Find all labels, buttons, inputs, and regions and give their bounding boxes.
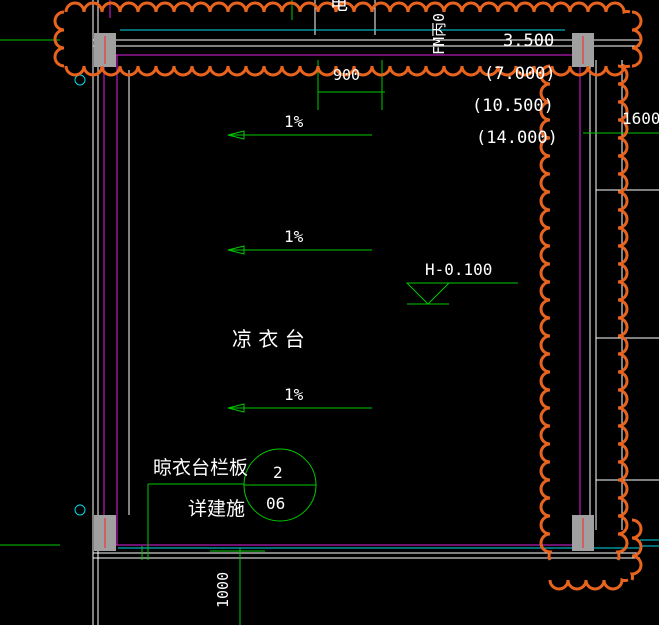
revision-cloud-top-bottom-edge — [64, 63, 631, 77]
detail-sheet: 06 — [266, 494, 285, 513]
slope-label-3: 1% — [284, 385, 304, 404]
elevation-4: (14.000) — [476, 128, 558, 148]
right-dimension: 1600 — [622, 109, 659, 128]
revision-cloud-right-outer-edge — [615, 64, 629, 561]
column-center-marks — [104, 36, 584, 548]
slope-arrows — [227, 130, 372, 413]
note-line-2: 详建施 — [188, 498, 245, 520]
revision-cloud-bottom-edge — [548, 577, 629, 591]
door-tag: FM丙0 — [430, 13, 448, 55]
detail-number: 2 — [273, 463, 283, 482]
slope-label-2: 1% — [284, 227, 304, 246]
elevation-3: (10.500) — [472, 96, 554, 116]
revision-cloud-right-inner-edge — [539, 64, 553, 561]
level-symbol — [405, 282, 518, 305]
bottom-dimension: 1000 — [214, 572, 232, 608]
top-dimension: 900 — [333, 66, 360, 84]
floor-level: H-0.100 — [425, 260, 492, 279]
revision-cloud-top-right-edge — [631, 10, 643, 68]
elevation-2: (7.000) — [484, 64, 556, 84]
wall-lines — [92, 0, 659, 625]
elevation-1: 3.500 — [503, 31, 554, 51]
magenta-lines — [103, 0, 581, 546]
cut-text-top: 电 — [330, 0, 348, 15]
detail-callout — [243, 448, 317, 522]
note-line-1: 晾衣台栏板 — [153, 457, 248, 479]
slope-label-1: 1% — [284, 112, 304, 131]
revision-cloud-top-left-edge — [53, 10, 65, 68]
grid-markers — [74, 74, 86, 516]
revision-cloud-top-edge — [64, 1, 631, 15]
revision-cloud-bottom-right-edge — [629, 518, 643, 581]
cyan-lines — [118, 29, 659, 549]
revision-clouds — [53, 1, 643, 591]
room-name: 凉 衣 台 — [232, 327, 305, 351]
